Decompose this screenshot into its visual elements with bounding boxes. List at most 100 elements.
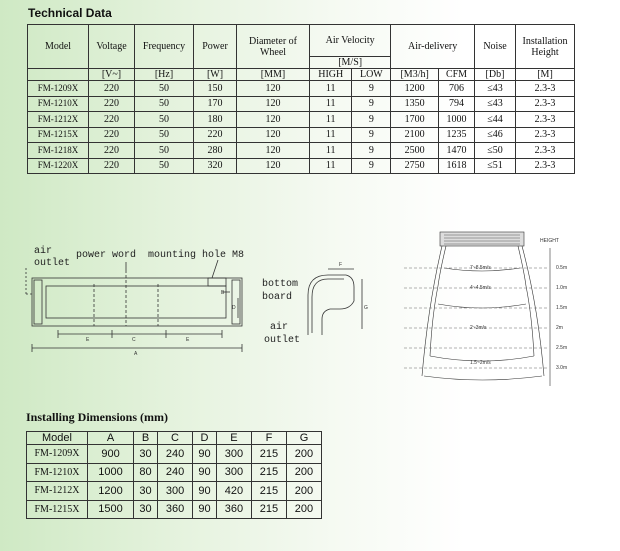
cell-voltage: 220 — [88, 95, 135, 112]
cell-f: 215 — [250, 499, 287, 519]
installing-dimensions-title: Installing Dimensions (mm) — [26, 410, 169, 424]
front-view-diagram — [25, 259, 243, 352]
cell-high: 11 — [308, 111, 353, 128]
cell-a: 1000 — [86, 462, 135, 482]
cell-model: FM-1218X — [27, 142, 89, 159]
cell-f: 215 — [250, 481, 287, 501]
cell-low: 9 — [351, 111, 392, 128]
cell-high: 11 — [308, 95, 353, 112]
installing-dimensions-table: Model A B C D E F G FM-1209X 900 30 240 … — [26, 431, 323, 519]
cell-model: FM-1210X — [26, 462, 88, 482]
cell-a: 1200 — [86, 481, 135, 501]
table-row: FM-1209X 220 50 150 120 11 9 1200 706 ≤4… — [27, 80, 575, 97]
height-mark-0: 0.5m — [556, 265, 568, 271]
height-mark-5: 3.0m — [556, 365, 568, 371]
unit-low: LOW — [351, 68, 392, 81]
cell-d: 90 — [192, 444, 217, 464]
cell-high: 11 — [308, 157, 353, 174]
unit-model — [27, 68, 89, 81]
zone-label-1: 7~8.5m/s — [470, 265, 491, 271]
cell-f: 215 — [250, 444, 287, 464]
end-cap-left — [33, 279, 43, 325]
header-f: F — [250, 431, 287, 445]
label-air: air — [34, 246, 53, 257]
cell-diameter: 120 — [236, 126, 310, 143]
cell-m3h: 1200 — [390, 80, 439, 97]
cell-cfm: 706 — [438, 80, 475, 97]
label-dim-a: A — [134, 351, 138, 357]
header-installation: Installation Height — [515, 24, 575, 69]
cell-voltage: 220 — [88, 126, 135, 143]
side-profile-inner — [311, 278, 344, 333]
zone-boundary — [429, 355, 535, 362]
cell-high: 11 — [308, 80, 353, 97]
table-row: FM-1215X 220 50 220 120 11 9 2100 1235 ≤… — [27, 126, 575, 143]
unit-installation: [M] — [515, 68, 575, 81]
unit-m3h: [M3/h] — [390, 68, 439, 81]
height-mark-4: 2.5m — [556, 345, 568, 351]
cell-model: FM-1209X — [27, 80, 89, 97]
height-mark-1: 1.0m — [556, 285, 568, 291]
label-outlet: outlet — [34, 258, 71, 269]
table-row: FM-1220X 220 50 320 120 11 9 2750 1618 ≤… — [27, 157, 575, 174]
cell-model: FM-1210X — [27, 95, 89, 112]
header-b: B — [133, 431, 159, 445]
cell-d: 90 — [192, 462, 217, 482]
end-cap-right — [231, 279, 241, 325]
cell-noise: ≤46 — [474, 126, 516, 143]
cell-g: 200 — [285, 481, 323, 501]
cell-voltage: 220 — [88, 80, 135, 97]
airflow-diagram — [404, 231, 551, 386]
label-board: board — [262, 292, 293, 303]
unit-cfm: CFM — [438, 68, 475, 81]
cell-cfm: 794 — [438, 95, 475, 112]
zone-label-3: 2~3m/s — [470, 325, 487, 331]
cell-frequency: 50 — [134, 142, 194, 159]
technical-data-table: Model Voltage Frequency Power Diameter o… — [27, 24, 575, 174]
label-dim-d: D — [232, 305, 236, 311]
cell-height: 2.3-3 — [515, 95, 575, 112]
label-height: HEIGHT — [540, 238, 559, 244]
header-c: C — [157, 431, 194, 445]
table-row: FM-1218X 220 50 280 120 11 9 2500 1470 ≤… — [27, 142, 575, 159]
flow-envelope-right — [521, 245, 545, 377]
table-row: FM-1215X 1500 30 360 90 360 215 200 — [26, 499, 323, 519]
label-dim-g: G — [364, 305, 368, 311]
label-dim-e-left: E — [86, 337, 90, 343]
unit-body — [31, 277, 243, 327]
cell-model: FM-1220X — [27, 157, 89, 174]
cell-low: 9 — [351, 157, 392, 174]
cell-a: 900 — [86, 444, 135, 464]
unit-voltage: [V~] — [88, 68, 135, 81]
cell-noise: ≤43 — [474, 95, 516, 112]
label-mounting-hole: mounting hole M8 — [148, 250, 245, 261]
cell-power: 180 — [193, 111, 237, 128]
technical-data-title: Technical Data — [28, 6, 112, 20]
cell-frequency: 50 — [134, 157, 194, 174]
cell-low: 9 — [351, 95, 392, 112]
label-dim-c: C — [132, 337, 136, 343]
cell-frequency: 50 — [134, 111, 194, 128]
cell-low: 9 — [351, 142, 392, 159]
cell-g: 200 — [285, 462, 323, 482]
cell-diameter: 120 — [236, 111, 310, 128]
cell-e: 420 — [215, 481, 252, 501]
header-power: Power — [193, 24, 237, 69]
header-e: E — [215, 431, 252, 445]
mounting-bracket-right — [207, 277, 227, 287]
cell-e: 360 — [215, 499, 252, 519]
header-a: A — [86, 431, 135, 445]
unit-frequency: [Hz] — [134, 68, 194, 81]
cell-frequency: 50 — [134, 95, 194, 112]
mounting-hole-leader — [211, 259, 219, 279]
header-diameter: Diameter of Wheel — [236, 24, 310, 69]
unit-diameter: [MM] — [236, 68, 310, 81]
zone-label-2: 4~4.5m/s — [470, 285, 491, 291]
cell-height: 2.3-3 — [515, 80, 575, 97]
header-model: Model — [27, 24, 89, 69]
cell-d: 90 — [192, 499, 217, 519]
cell-power: 280 — [193, 142, 237, 159]
zone-boundary — [443, 267, 521, 272]
header-noise: Noise — [474, 24, 516, 69]
unit-inner-panel — [45, 285, 227, 319]
